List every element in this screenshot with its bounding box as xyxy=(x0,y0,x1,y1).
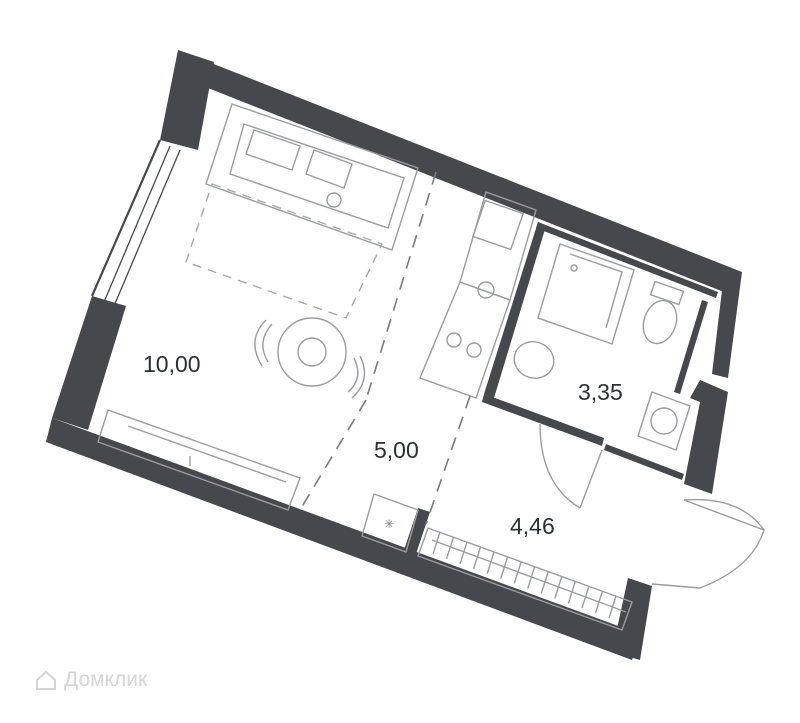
bathroom-area: 3,35 xyxy=(578,379,623,405)
sofa xyxy=(205,103,419,251)
hanger xyxy=(527,566,536,589)
living-room-area: 10,00 xyxy=(143,351,201,377)
zone-lines xyxy=(299,171,471,525)
hanger xyxy=(581,585,590,609)
hallway-partition xyxy=(400,508,430,566)
toilet xyxy=(642,280,685,345)
hanger xyxy=(500,556,509,579)
kitchen-area: 5,00 xyxy=(374,437,419,463)
hanger xyxy=(486,551,495,574)
hanger xyxy=(608,595,617,619)
hanger xyxy=(567,581,577,604)
hanger xyxy=(459,541,468,565)
hanger xyxy=(472,546,482,569)
hallway-area: 4,46 xyxy=(510,513,555,539)
watermark-text: Домклик xyxy=(64,668,148,691)
rug xyxy=(185,183,383,319)
hanger xyxy=(513,561,522,584)
bathroom-sink xyxy=(513,341,555,379)
bathroom-walls xyxy=(482,222,718,480)
house-icon xyxy=(36,671,56,691)
watermark: Домклик xyxy=(34,668,147,692)
hanger xyxy=(554,576,563,599)
shower xyxy=(537,243,635,345)
hallway-wardrobe xyxy=(417,527,633,631)
hanger xyxy=(432,531,441,555)
dining-table xyxy=(254,317,366,399)
window xyxy=(90,139,181,307)
kitchen-units xyxy=(419,191,537,399)
meter-box: ✳ xyxy=(361,493,419,553)
hanger xyxy=(540,571,549,594)
outer-walls xyxy=(46,50,742,660)
hangers xyxy=(432,531,617,619)
entrance-door xyxy=(651,498,765,589)
washing-machine xyxy=(637,391,691,451)
tv-unit xyxy=(97,409,301,511)
svg-text:✳: ✳ xyxy=(384,517,394,531)
hanger xyxy=(445,536,455,560)
hanger xyxy=(594,590,604,614)
bathroom-door xyxy=(539,423,603,509)
